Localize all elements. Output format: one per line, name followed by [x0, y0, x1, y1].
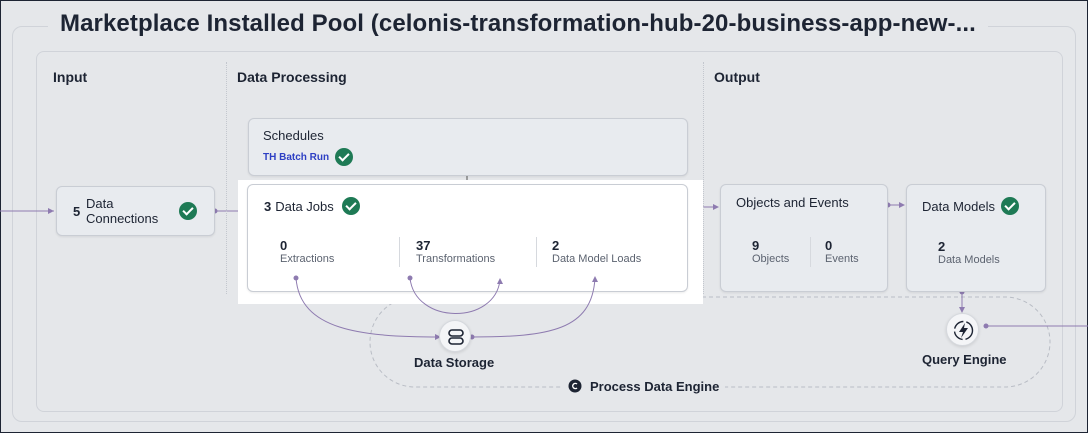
- transformations-arrowhead: [497, 278, 503, 284]
- data-connections-label-line1: Data: [86, 196, 114, 211]
- process-data-engine: Process Data Engine: [562, 377, 726, 395]
- schedule-link-th-batch-run[interactable]: TH Batch Run: [263, 151, 330, 163]
- query-arrowhead: [959, 307, 965, 313]
- data-storage-label: Data Storage: [414, 355, 495, 370]
- stat-data-model-loads[interactable]: 2 Data Model Loads: [552, 238, 641, 265]
- extractions-label: Extractions: [280, 253, 335, 265]
- data-jobs-card[interactable]: 3 Data Jobs 0 Extractions 37 Transformat…: [247, 184, 688, 292]
- data-models-label: Data Models: [938, 254, 1000, 266]
- events-label: Events: [825, 253, 859, 265]
- stat-objects[interactable]: 9 Objects: [752, 238, 789, 265]
- section-input-label: Input: [53, 69, 88, 85]
- success-check-icon: [1000, 197, 1019, 215]
- storage-to-loads-wire: [471, 277, 596, 338]
- models-arrowhead: [899, 202, 905, 208]
- stat-divider: [399, 237, 400, 267]
- data-jobs-count: 3: [264, 198, 272, 214]
- query-engine-button[interactable]: [946, 313, 979, 346]
- data-model-loads-label: Data Model Loads: [552, 253, 642, 265]
- extractions-value: 0: [280, 238, 288, 253]
- page-title: Marketplace Installed Pool (celonis-tran…: [60, 10, 976, 37]
- process-data-engine-boundary: [369, 296, 1051, 388]
- transformations-label: Transformations: [416, 253, 496, 265]
- data-connections-label-line2: Connections: [86, 211, 159, 226]
- objects-events-card[interactable]: Objects and Events 9 Objects 0 Events: [720, 184, 888, 292]
- transformations-loop-wire: [409, 277, 501, 314]
- stat-events[interactable]: 0 Events: [825, 238, 859, 265]
- data-models-value: 2: [938, 239, 946, 254]
- database-icon: [448, 329, 464, 345]
- data-storage-button[interactable]: [439, 320, 471, 352]
- events-value: 0: [825, 238, 833, 253]
- process-data-engine-label: Process Data Engine: [590, 378, 720, 394]
- data-model-loads-value: 2: [552, 238, 560, 253]
- section-divider: [226, 62, 227, 294]
- wire-dot: [293, 275, 299, 281]
- section-output-label: Output: [714, 69, 760, 85]
- celonis-logo-icon: [568, 379, 582, 393]
- data-jobs-label: Data Jobs: [275, 198, 334, 214]
- success-check-icon: [335, 148, 354, 166]
- query-engine-label: Query Engine: [922, 352, 1007, 367]
- stat-transformations[interactable]: 37 Transformations: [416, 238, 495, 265]
- pool-inner-border: [36, 51, 1063, 412]
- bolt-icon: [953, 320, 974, 341]
- success-check-icon: [179, 202, 197, 220]
- data-models-card[interactable]: Data Models 2 Data Models: [906, 184, 1046, 292]
- extractions-to-storage-wire: [295, 277, 441, 338]
- wire-dot: [407, 275, 413, 281]
- input-arrowhead: [48, 208, 54, 214]
- data-connections-card[interactable]: 5 Data Connections: [56, 186, 215, 236]
- stat-data-models[interactable]: 2 Data Models: [938, 239, 1000, 266]
- section-divider: [703, 62, 704, 294]
- loads-arrowhead: [592, 276, 598, 282]
- success-check-icon: [341, 197, 360, 215]
- stat-extractions[interactable]: 0 Extractions: [280, 238, 334, 265]
- objects-events-title: Objects and Events: [736, 195, 849, 210]
- data-models-title: Data Models: [922, 198, 995, 214]
- storage-arrowhead: [435, 334, 441, 340]
- stat-divider: [810, 237, 811, 267]
- title-bar: Marketplace Installed Pool (celonis-tran…: [48, 8, 988, 40]
- section-data-processing-label: Data Processing: [237, 69, 347, 85]
- stat-divider: [536, 237, 537, 267]
- objects-arrowhead: [713, 204, 719, 210]
- schedules-card[interactable]: Schedules TH Batch Run: [248, 118, 688, 176]
- transformations-value: 37: [416, 238, 431, 253]
- schedules-title: Schedules: [263, 128, 324, 143]
- data-connections-count: 5: [73, 204, 81, 219]
- objects-value: 9: [752, 238, 760, 253]
- objects-label: Objects: [752, 253, 790, 265]
